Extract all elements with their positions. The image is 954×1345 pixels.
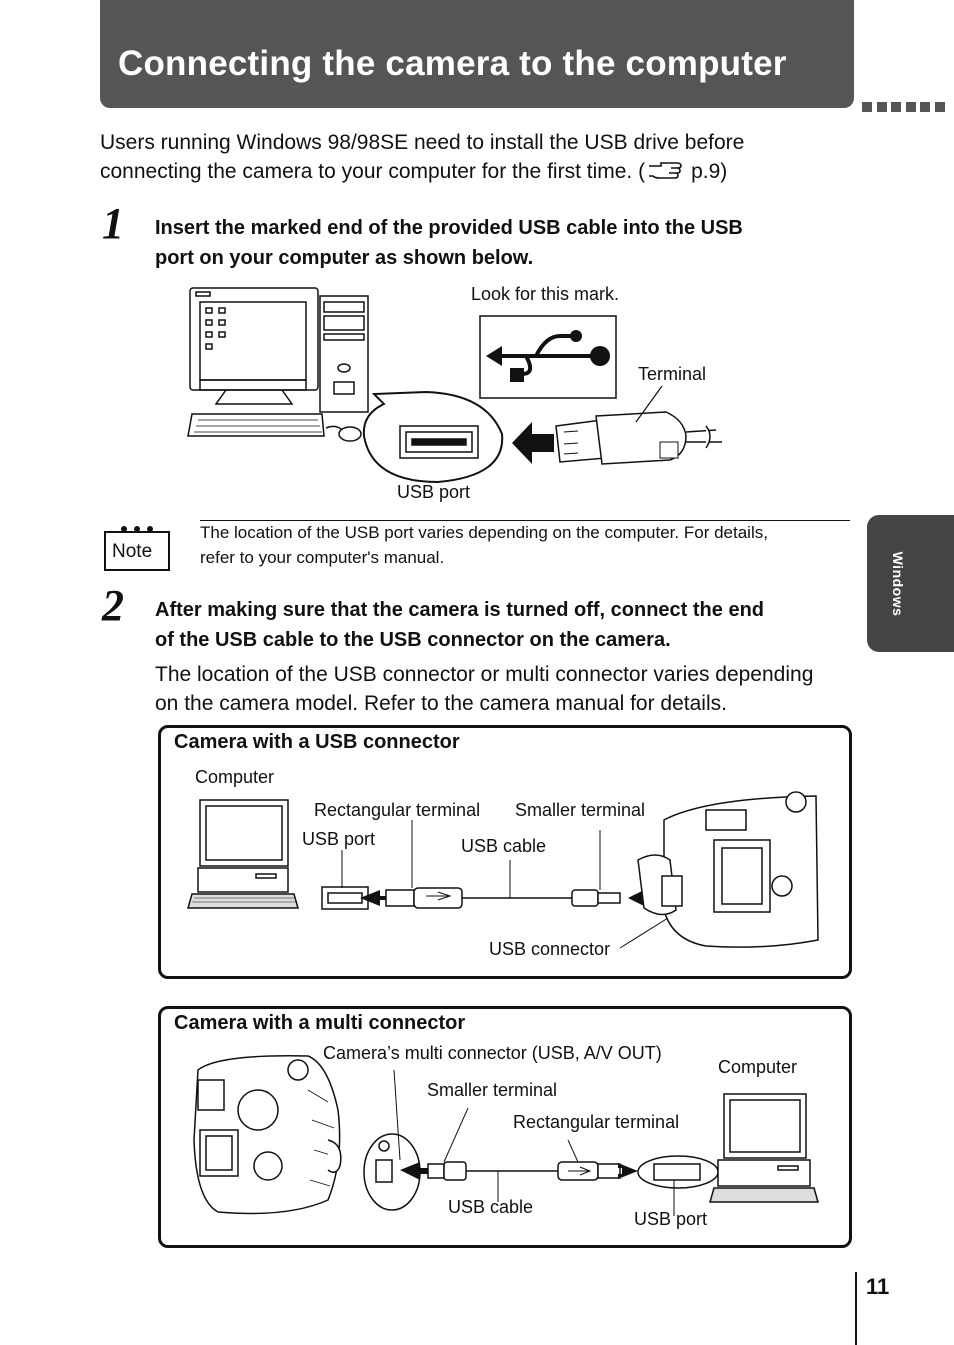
section-side-tab	[867, 515, 954, 652]
box2-usb-port-label: USB port	[634, 1209, 708, 1229]
multi-connector-diagram	[193, 1055, 819, 1216]
compact-camera-illustration	[193, 1055, 342, 1215]
small-plug	[571, 889, 621, 907]
box2-smaller-terminal-label: Smaller terminal	[427, 1080, 558, 1100]
step-1-line-1: Insert the marked end of the provided US…	[155, 217, 743, 239]
step-2-number: 2	[102, 581, 124, 630]
rect-terminal-leader	[567, 1139, 579, 1163]
header-dots-decoration	[862, 99, 954, 112]
terminal-label: Terminal	[638, 364, 707, 384]
computer-illustration	[709, 1093, 819, 1203]
multi-connector-panel-title: Camera with a multi connector	[174, 1012, 466, 1034]
step-1-instruction: Insert the marked end of the provided US…	[155, 213, 845, 273]
pointing-hand-icon	[649, 162, 682, 179]
usb-mark-box	[479, 315, 617, 399]
mouse	[325, 425, 362, 442]
note-divider	[200, 520, 850, 521]
insert-arrow	[512, 422, 554, 464]
step-2-line-1: After making sure that the camera is tur…	[155, 599, 765, 621]
arrow-into-camera	[400, 1162, 428, 1180]
section-side-tab-label: Windows	[890, 551, 906, 617]
smaller-terminal-leader	[443, 1107, 469, 1163]
usb-port-label: USB port	[397, 482, 471, 502]
step-2-body: The location of the USB connector or mul…	[155, 660, 855, 718]
computer-illustration	[187, 799, 299, 909]
keyboard	[187, 413, 325, 437]
desktop-monitor	[189, 287, 319, 405]
step-2-body-line-2: on the camera model. Refer to the camera…	[155, 692, 727, 715]
step-1-number: 1	[102, 199, 124, 248]
step-2-line-2: of the USB cable to the USB connector on…	[155, 629, 671, 651]
box1-usb-port-label: USB port	[302, 829, 376, 849]
box2-computer-label: Computer	[718, 1057, 798, 1077]
intro-line-2-text: connecting the camera to your computer f…	[100, 160, 646, 183]
step-2-instruction: After making sure that the camera is tur…	[155, 595, 855, 655]
usb-connector-diagram	[187, 791, 819, 949]
rect-plug	[557, 1161, 621, 1181]
look-for-mark-label: Look for this mark.	[471, 284, 620, 304]
note-icon-label: Note	[112, 541, 153, 562]
intro-ref: p.9)	[691, 160, 728, 183]
digital-camera-illustration	[637, 791, 819, 948]
usb-plug	[555, 411, 722, 465]
rect-plug	[385, 887, 463, 909]
note-pushpins-icon	[121, 526, 153, 532]
box2-multi-connector-label: Camera’s multi connector (USB, A/V OUT)	[323, 1043, 662, 1063]
page-header-bar	[100, 0, 854, 108]
box1-usb-cable-label: USB cable	[461, 836, 547, 856]
note-line-1: The location of the USB port varies depe…	[200, 523, 768, 542]
intro-paragraph: Users running Windows 98/98SE need to in…	[100, 128, 820, 186]
usb-connector-panel-title: Camera with a USB connector	[174, 731, 460, 753]
box2-rect-terminal-label: Rectangular terminal	[513, 1112, 680, 1132]
multi-connector-leader	[393, 1069, 401, 1161]
step-1-line-2: port on your computer as shown below.	[155, 247, 534, 269]
page-number-rule	[855, 1272, 857, 1345]
terminal-leader	[635, 385, 663, 423]
page-title: Connecting the camera to the computer	[118, 44, 787, 83]
box1-rect-terminal-label: Rectangular terminal	[314, 800, 481, 820]
step-2-body-line-1: The location of the USB connector or mul…	[155, 663, 814, 686]
box2-usb-cable-label: USB cable	[448, 1197, 534, 1217]
small-plug	[427, 1161, 467, 1181]
intro-line-1: Users running Windows 98/98SE need to in…	[100, 131, 745, 154]
box1-usb-connector-label: USB connector	[489, 939, 611, 959]
box1-computer-label: Computer	[195, 767, 275, 787]
desktop-tower	[319, 295, 369, 413]
note-line-2: refer to your computer's manual.	[200, 548, 445, 567]
note-text: The location of the USB port varies depe…	[200, 520, 850, 570]
usb-port	[399, 425, 479, 459]
arrow-into-port	[618, 1163, 638, 1179]
usb-port-icon	[637, 1155, 719, 1189]
page-number: 11	[866, 1274, 890, 1299]
arrow-into-port	[360, 890, 388, 906]
intro-line-2: connecting the camera to your computer f…	[100, 157, 820, 186]
step-1-illustration	[187, 287, 722, 484]
note-icon: Note	[104, 526, 170, 571]
box1-smaller-terminal-label: Smaller terminal	[515, 800, 646, 820]
